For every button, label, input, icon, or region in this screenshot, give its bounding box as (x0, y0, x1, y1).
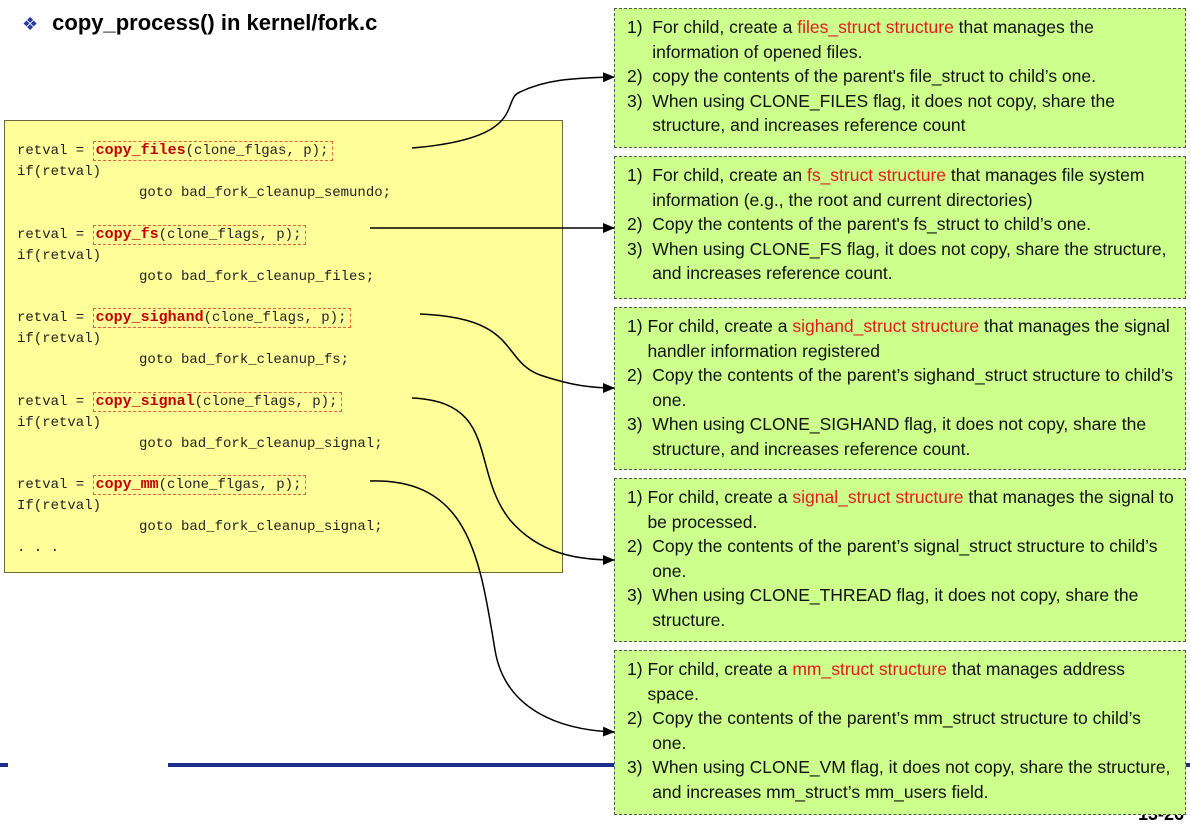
slide-title-text: copy_process() in kernel/fork.c (52, 10, 378, 35)
list-item: 1) For child, create an fs_struct struct… (627, 165, 1145, 210)
code-line-goto: goto bad_fork_cleanup_semundo; (139, 185, 392, 201)
code-line-cond: if(retval) (17, 164, 102, 180)
code-prefix: retval = (17, 394, 93, 410)
list-item: 3) When using CLONE_SIGHAND flag, it doe… (627, 414, 1147, 459)
code-line-goto: goto bad_fork_cleanup_fs; (139, 352, 350, 368)
fn-copy-mm: copy_mm (95, 476, 159, 493)
list-item: 3) When using CLONE_VM flag, it does not… (627, 757, 1171, 802)
code-prefix: retval = (17, 143, 93, 159)
fn-copy-files: copy_files (95, 142, 186, 159)
diamond-bullet-icon: ❖ (22, 14, 39, 34)
code-args: (clone_flags, p); (158, 227, 302, 243)
code-line-call: retval = copy_files(clone_flgas, p); (17, 141, 334, 161)
slide-title: ❖ copy_process() in kernel/fork.c (22, 10, 377, 36)
list-item: 2) Copy the contents of the parent's fs_… (627, 214, 1092, 234)
highlight-term: files_struct structure (797, 17, 954, 37)
code-args: (clone_flags, p); (194, 394, 338, 410)
fs-struct-box: 1) For child, create an fs_struct struct… (614, 156, 1186, 299)
fn-box-copy-mm: copy_mm(clone_flgas, p); (92, 475, 307, 495)
code-prefix: retval = (17, 310, 93, 326)
code-args: (clone_flgas, p); (158, 477, 302, 493)
footer-rule (168, 763, 614, 767)
fn-box-copy-signal: copy_signal(clone_flags, p); (92, 392, 343, 412)
code-line-cond: If(retval) (17, 498, 102, 514)
code-line-goto: goto bad_fork_cleanup_signal; (139, 436, 383, 452)
fn-copy-signal: copy_signal (95, 393, 195, 410)
arrow-copy-mm (369, 480, 615, 737)
sighand-struct-box: 1) For child, create a sighand_struct st… (614, 307, 1186, 470)
list-item: 2) copy the contents of the parent's fil… (627, 66, 1096, 86)
highlight-term: fs_struct structure (806, 165, 947, 185)
code-line-call: retval = copy_sighand(clone_flags, p); (17, 308, 352, 328)
fn-box-copy-files: copy_files(clone_flgas, p); (92, 141, 334, 161)
list-item: 2) Copy the contents of the parent’s sig… (627, 365, 1174, 410)
fn-box-copy-sighand: copy_sighand(clone_flags, p); (92, 308, 352, 328)
signal-struct-box: 1) For child, create a signal_struct str… (614, 478, 1186, 642)
list-item: 1) For child, create a files_struct stru… (627, 17, 1094, 62)
footer-rule-left (0, 763, 8, 767)
code-line-cond: if(retval) (17, 415, 102, 431)
code-line-call: retval = copy_signal(clone_flags, p); (17, 392, 343, 412)
fn-box-copy-fs: copy_fs(clone_flags, p); (92, 225, 307, 245)
highlight-term: sighand_struct structure (792, 316, 980, 336)
fn-copy-sighand: copy_sighand (95, 309, 204, 326)
list-item: 1) For child, create a mm_struct structu… (627, 659, 1126, 704)
arrow-copy-signal (411, 397, 615, 565)
arrow-copy-sighand (419, 313, 615, 393)
fn-copy-fs: copy_fs (95, 226, 159, 243)
code-args: (clone_flgas, p); (185, 143, 329, 159)
code-ellipsis: . . . (17, 540, 60, 556)
list-item: 3) When using CLONE_THREAD flag, it does… (627, 585, 1139, 630)
code-args: (clone_flags, p); (203, 310, 347, 326)
highlight-term: signal_struct structure (792, 487, 964, 507)
code-line-goto: goto bad_fork_cleanup_signal; (139, 519, 383, 535)
list-item: 2) Copy the contents of the parent’s mm_… (627, 708, 1141, 753)
mm-struct-box: 1) For child, create a mm_struct structu… (614, 650, 1186, 815)
list-item: 3) When using CLONE_FS flag, it does not… (627, 238, 1167, 284)
code-line-cond: if(retval) (17, 248, 102, 264)
code-line-cond: if(retval) (17, 331, 102, 347)
code-line-goto: goto bad_fork_cleanup_files; (139, 269, 375, 285)
list-item: 1) For child, create a sighand_struct st… (627, 316, 1170, 361)
code-panel: retval = copy_files(clone_flgas, p); if(… (4, 120, 563, 573)
code-prefix: retval = (17, 227, 93, 243)
list-item: 1) For child, create a signal_struct str… (627, 487, 1174, 532)
arrow-copy-files (411, 72, 615, 149)
highlight-term: mm_struct structure (792, 659, 947, 679)
code-line-call: retval = copy_fs(clone_flags, p); (17, 225, 307, 245)
footer-rule-right (1186, 763, 1190, 767)
list-item: 3) When using CLONE_FILES flag, it does … (627, 90, 1115, 136)
code-line-call: retval = copy_mm(clone_flgas, p); (17, 475, 307, 495)
list-item: 2) Copy the contents of the parent’s sig… (627, 536, 1158, 581)
code-prefix: retval = (17, 477, 93, 493)
files-struct-box: 1) For child, create a files_struct stru… (614, 8, 1186, 148)
